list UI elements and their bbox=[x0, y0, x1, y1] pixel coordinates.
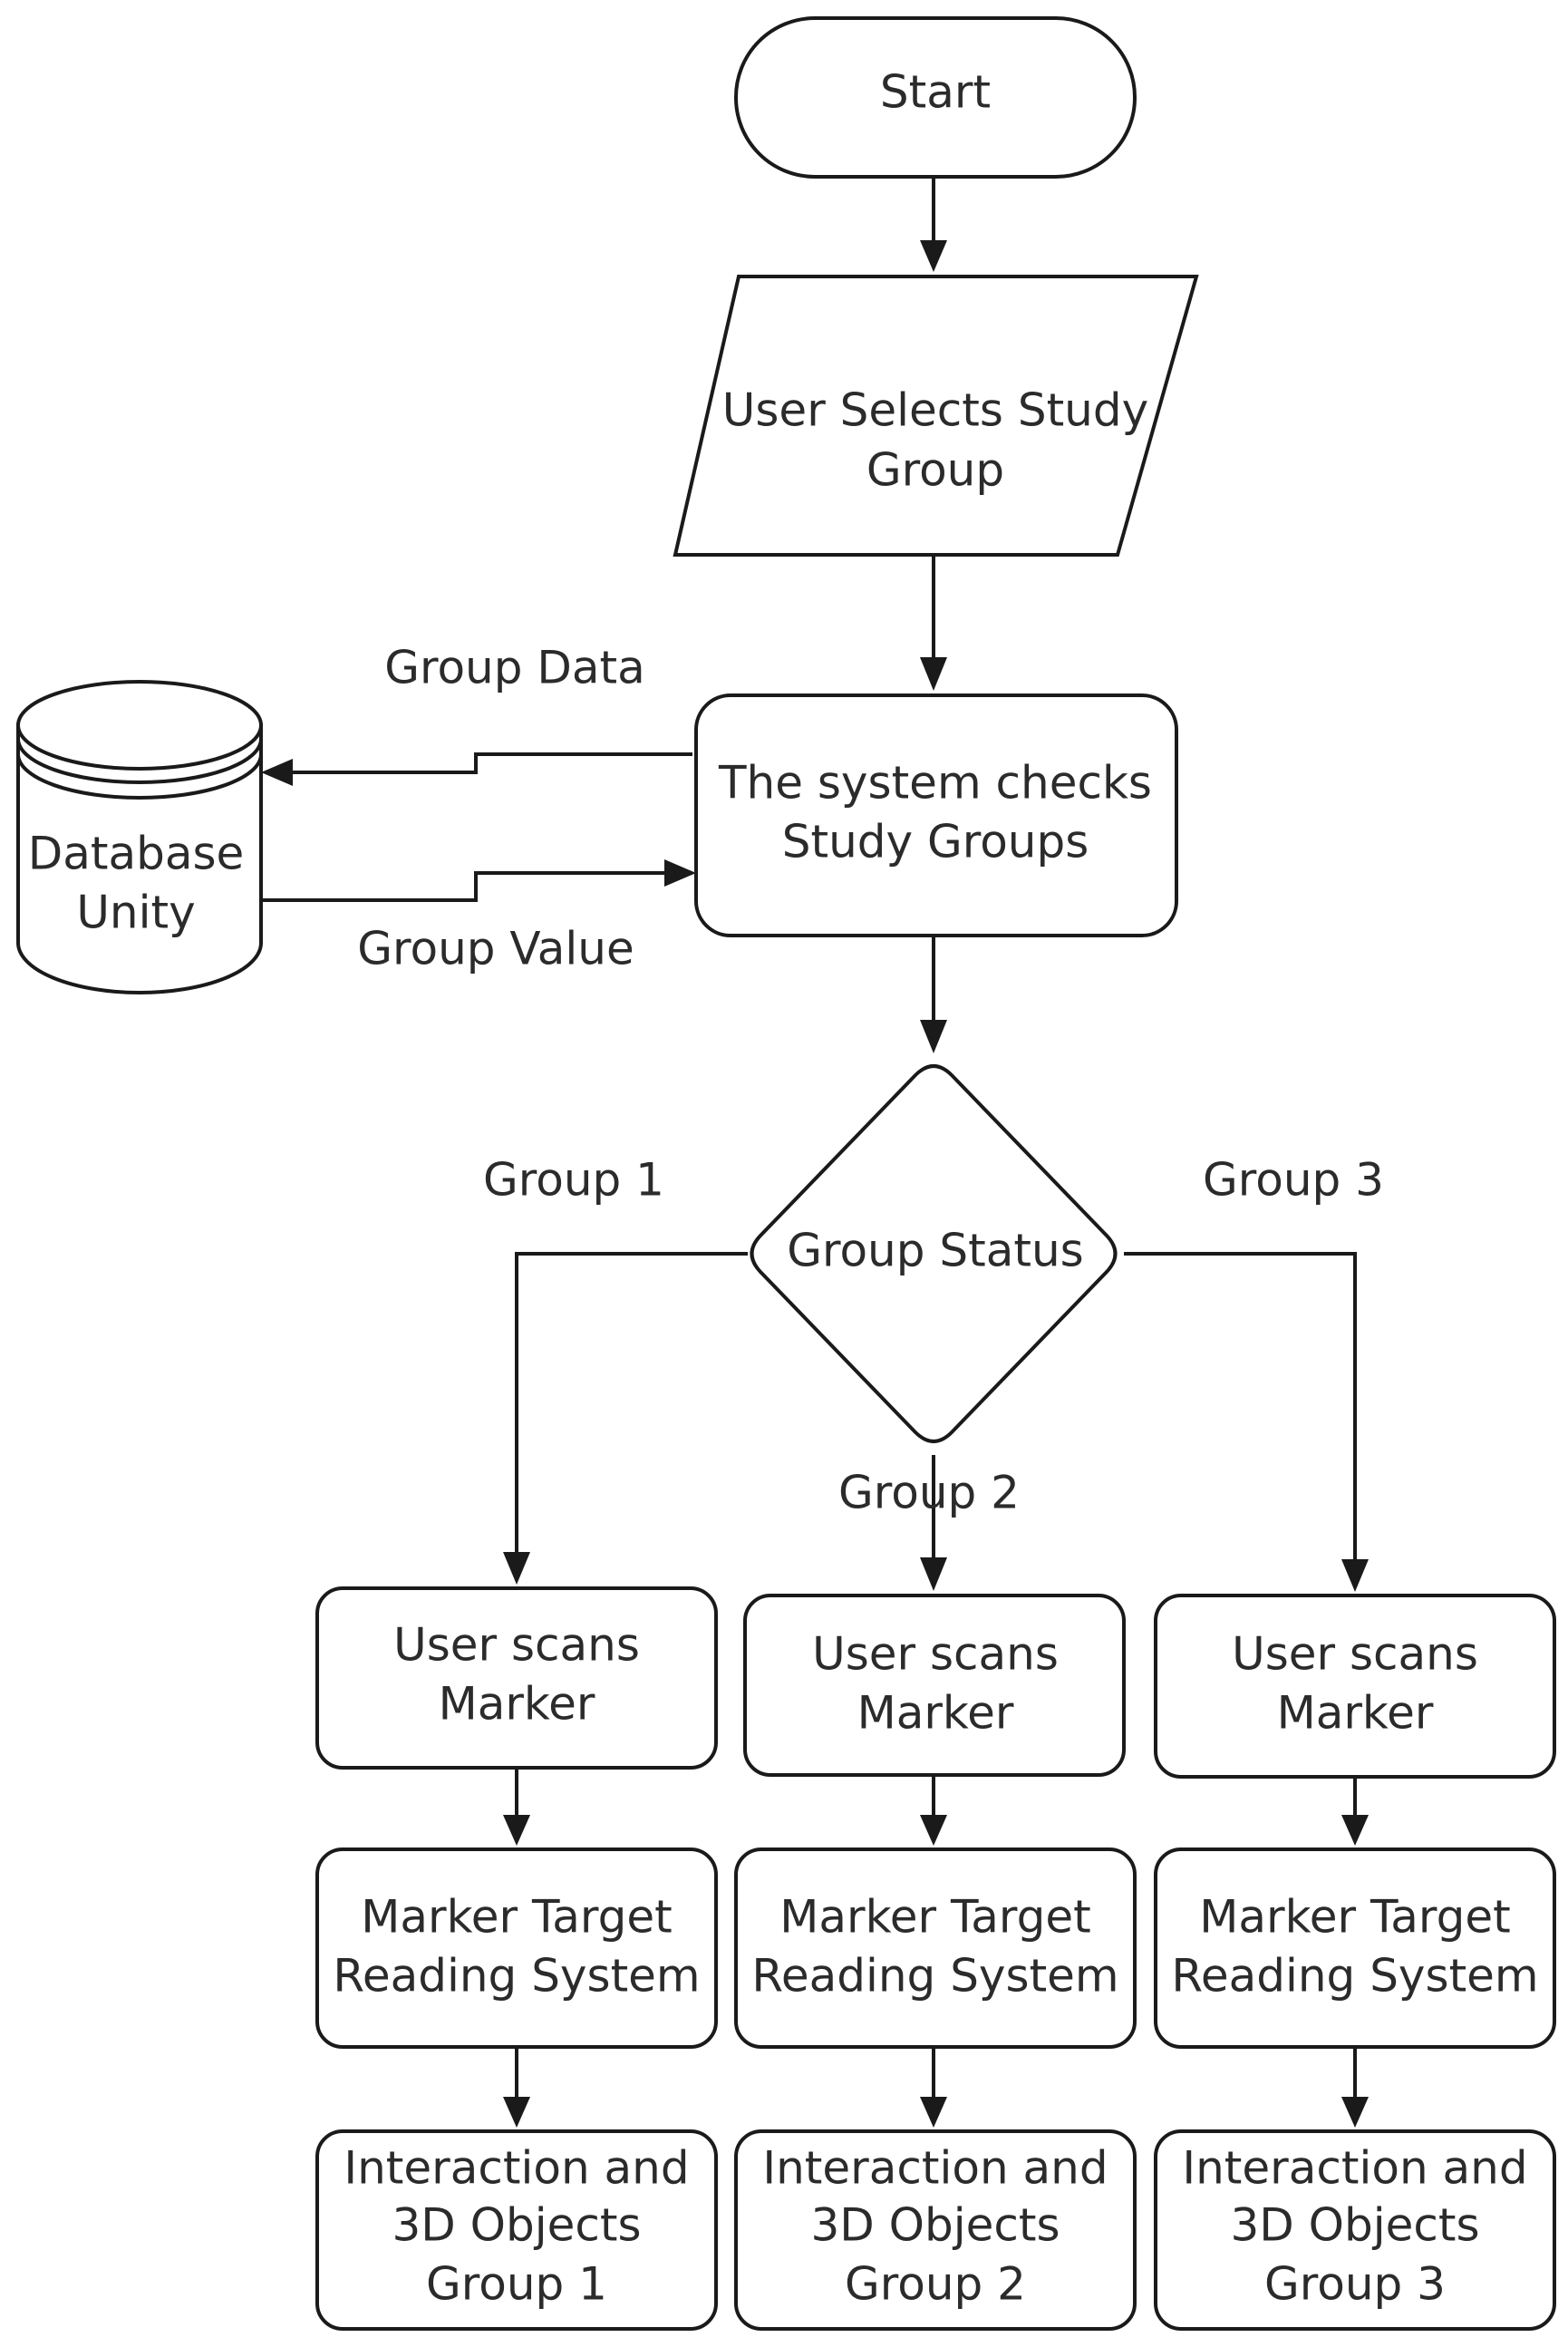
node-read1-line-1: Marker Target bbox=[361, 1891, 672, 1944]
node-user-scans-marker-2[interactable]: User scans Marker bbox=[743, 1594, 1126, 1777]
edge-label-group-value: Group Value bbox=[357, 923, 634, 975]
node-obj3-line-2: 3D Objects bbox=[1230, 2199, 1479, 2252]
edge-labels: Group Data Group Value Group 1 Group 2 G… bbox=[357, 642, 1384, 1519]
process-shape bbox=[315, 1848, 718, 2049]
arrowhead bbox=[503, 1815, 530, 1846]
node-scan3-line-1: User scans bbox=[1232, 1628, 1478, 1681]
node-obj2-line-3: Group 2 bbox=[845, 2258, 1026, 2311]
node-interaction-3d-objects-3[interactable]: Interaction and 3D Objects Group 3 bbox=[1154, 2129, 1556, 2331]
node-check-line-2: Study Groups bbox=[782, 816, 1089, 868]
node-group-status[interactable]: Group Status bbox=[750, 1064, 1118, 1443]
arrowhead bbox=[920, 1815, 947, 1846]
node-read3-line-2: Reading System bbox=[1171, 1950, 1538, 2003]
node-start-label: Start bbox=[880, 66, 991, 119]
node-database-line-1: Database bbox=[28, 828, 245, 880]
node-system-checks-study-groups[interactable]: The system checks Study Groups bbox=[694, 693, 1178, 937]
node-start[interactable]: Start bbox=[734, 16, 1137, 179]
arrowhead bbox=[920, 240, 947, 272]
node-obj2-line-1: Interaction and bbox=[762, 2142, 1108, 2195]
edge-status-to-scan1 bbox=[515, 1252, 748, 1552]
arrowhead bbox=[664, 859, 696, 887]
arrowhead bbox=[1341, 2097, 1369, 2128]
node-obj1-line-3: Group 1 bbox=[426, 2258, 607, 2311]
node-obj3-line-1: Interaction and bbox=[1182, 2142, 1527, 2195]
node-obj3-line-3: Group 3 bbox=[1264, 2258, 1446, 2311]
node-scan2-line-2: Marker bbox=[857, 1687, 1014, 1740]
decision-diamond-shape bbox=[750, 1064, 1118, 1443]
edge-label-group-1: Group 1 bbox=[483, 1154, 664, 1207]
process-shape bbox=[734, 2129, 1137, 2331]
edge-check-to-database bbox=[293, 752, 692, 774]
node-user-scans-marker-3[interactable]: User scans Marker bbox=[1154, 1594, 1556, 1779]
edge-status-to-scan3 bbox=[1124, 1252, 1357, 1559]
node-read2-line-1: Marker Target bbox=[779, 1891, 1090, 1944]
terminator-shape bbox=[734, 16, 1137, 179]
arrowhead bbox=[920, 2097, 947, 2128]
node-interaction-3d-objects-2[interactable]: Interaction and 3D Objects Group 2 bbox=[734, 2129, 1137, 2331]
process-shape bbox=[315, 1586, 718, 1770]
node-select-line-2: Group bbox=[866, 444, 1004, 497]
edge-label-group-data: Group Data bbox=[384, 642, 645, 694]
node-scan1-line-1: User scans bbox=[393, 1619, 640, 1672]
node-user-selects-study-group[interactable]: User Selects Study Group bbox=[673, 275, 1199, 557]
node-select-line-1: User Selects Study bbox=[722, 384, 1148, 437]
parallelogram-shape bbox=[673, 275, 1199, 557]
process-shape bbox=[694, 693, 1178, 937]
node-read3-line-1: Marker Target bbox=[1199, 1891, 1510, 1944]
arrowhead bbox=[261, 759, 293, 786]
arrowhead bbox=[503, 1552, 530, 1585]
process-shape bbox=[315, 2129, 718, 2331]
node-obj2-line-2: 3D Objects bbox=[810, 2199, 1060, 2252]
node-marker-target-reading-3[interactable]: Marker Target Reading System bbox=[1154, 1848, 1556, 2049]
node-status-label: Group Status bbox=[787, 1225, 1083, 1277]
node-database-unity[interactable]: Database Unity bbox=[16, 680, 263, 994]
node-read1-line-2: Reading System bbox=[333, 1950, 700, 2003]
arrowhead bbox=[920, 1020, 947, 1053]
process-shape bbox=[1154, 1594, 1556, 1779]
process-shape bbox=[1154, 2129, 1556, 2331]
arrowhead bbox=[920, 657, 947, 691]
node-obj1-line-1: Interaction and bbox=[344, 2142, 689, 2195]
edge-label-group-3: Group 3 bbox=[1203, 1154, 1384, 1207]
node-marker-target-reading-1[interactable]: Marker Target Reading System bbox=[315, 1848, 718, 2049]
arrowhead bbox=[1341, 1559, 1369, 1592]
node-scan3-line-2: Marker bbox=[1277, 1687, 1434, 1740]
process-shape bbox=[734, 1848, 1137, 2049]
edge-database-to-check bbox=[261, 871, 664, 902]
edges bbox=[261, 177, 1369, 2128]
database-cylinder-ring-1 bbox=[16, 738, 263, 784]
node-interaction-3d-objects-1[interactable]: Interaction and 3D Objects Group 1 bbox=[315, 2129, 718, 2331]
process-shape bbox=[743, 1594, 1126, 1777]
edge-label-group-2: Group 2 bbox=[838, 1467, 1020, 1519]
database-cylinder-top bbox=[16, 680, 263, 771]
process-shape bbox=[1154, 1848, 1556, 2049]
node-user-scans-marker-1[interactable]: User scans Marker bbox=[315, 1586, 718, 1770]
arrowhead bbox=[503, 2097, 530, 2128]
node-database-line-2: Unity bbox=[76, 887, 195, 939]
arrowhead bbox=[1341, 1815, 1369, 1846]
arrowhead bbox=[920, 1557, 947, 1591]
node-scan1-line-2: Marker bbox=[439, 1678, 595, 1731]
database-cylinder-ring-2 bbox=[16, 753, 263, 800]
node-obj1-line-2: 3D Objects bbox=[392, 2199, 641, 2252]
node-scan2-line-1: User scans bbox=[812, 1628, 1059, 1681]
node-check-line-1: The system checks bbox=[718, 757, 1152, 810]
node-marker-target-reading-2[interactable]: Marker Target Reading System bbox=[734, 1848, 1137, 2049]
node-read2-line-2: Reading System bbox=[751, 1950, 1118, 2003]
